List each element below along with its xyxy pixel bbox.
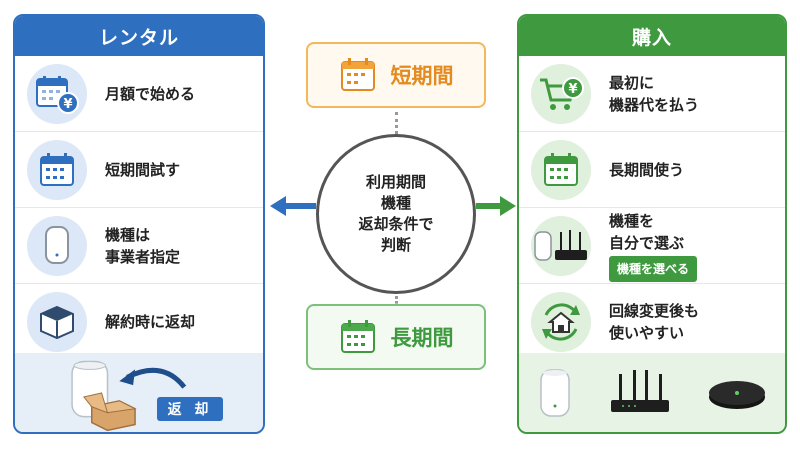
tower-router-icon (540, 368, 570, 417)
rental-item-text: 解約時に返却 (105, 313, 196, 331)
decision-text: 利用期間 (365, 173, 426, 191)
rental-item-return: 解約時に返却 (15, 284, 263, 360)
decision-text: 判断 (380, 236, 411, 254)
purchase-panel: 購入 ¥ 最初に 機器代を払う 長期間使う (517, 14, 787, 434)
purchase-item-text: 機器代を払う (609, 95, 700, 114)
purchase-item-text: 自分で選ぶ (609, 233, 685, 252)
decision-circle: 利用期間 機種 返却条件で 判断 (316, 134, 476, 294)
rental-item-text: 機種は (105, 225, 151, 244)
rental-item-text: 月額で始める (105, 84, 196, 103)
router-icon (27, 215, 87, 276)
purchase-header: 購入 (519, 16, 785, 56)
purchase-item-text: 機種を (609, 211, 655, 230)
svg-text:¥: ¥ (63, 97, 72, 112)
purchase-item-choose: 機種を 自分で選ぶ 機種を選べる (519, 208, 785, 284)
rental-header: レンタル (15, 16, 263, 56)
purchase-item-switch: 回線変更後も 使いやすい (519, 284, 785, 360)
purchase-item-text: 回線変更後も (609, 302, 700, 320)
box-icon (27, 292, 87, 352)
purchase-item-upfront: ¥ 最初に 機器代を払う (519, 56, 785, 132)
short-term-label: 短期間 (390, 64, 454, 88)
rental-item-text: 事業者指定 (105, 247, 181, 266)
return-illustration: 返 却 (15, 353, 263, 432)
decision-text: 機種 (380, 194, 411, 212)
round-router-icon (709, 380, 765, 409)
rental-panel: レンタル ¥ 月額で始める 短期間試す (13, 14, 265, 434)
devices-illustration (519, 353, 785, 432)
rental-item-model: 機種は 事業者指定 (15, 208, 263, 284)
calendar-green-icon (340, 320, 375, 353)
purchase-item-long: 長期間使う (519, 132, 785, 208)
return-scene-icon (71, 360, 187, 432)
calendar-orange-icon (340, 58, 375, 91)
purchase-item-text: 最初に (609, 73, 655, 92)
arrow-left-icon (270, 196, 316, 216)
calendar-icon (27, 139, 87, 200)
return-badge: 返 却 (157, 397, 223, 421)
house-cycle-icon (531, 292, 591, 352)
svg-text:¥: ¥ (568, 82, 577, 97)
cart-yen-icon: ¥ (531, 63, 591, 124)
arrow-right-icon (476, 196, 516, 216)
purchase-item-text: 使いやすい (609, 324, 685, 342)
decision-text: 返却条件で (358, 215, 434, 233)
short-term-box: 短期間 (306, 42, 486, 108)
antenna-router-icon (611, 369, 669, 412)
long-term-label: 長期間 (390, 326, 454, 350)
devices-icon (531, 215, 591, 276)
connector-dots-bottom (395, 296, 399, 304)
calendar-yen-icon: ¥ (27, 63, 87, 124)
rental-item-short: 短期間試す (15, 132, 263, 208)
connector-dots-top (395, 112, 399, 134)
rental-item-monthly: ¥ 月額で始める (15, 56, 263, 132)
rental-item-text: 短期間試す (105, 160, 181, 179)
calendar-icon (531, 139, 591, 200)
purchase-item-text: 長期間使う (609, 160, 685, 179)
choose-model-tag: 機種を選べる (609, 255, 698, 282)
long-term-box: 長期間 (306, 304, 486, 370)
